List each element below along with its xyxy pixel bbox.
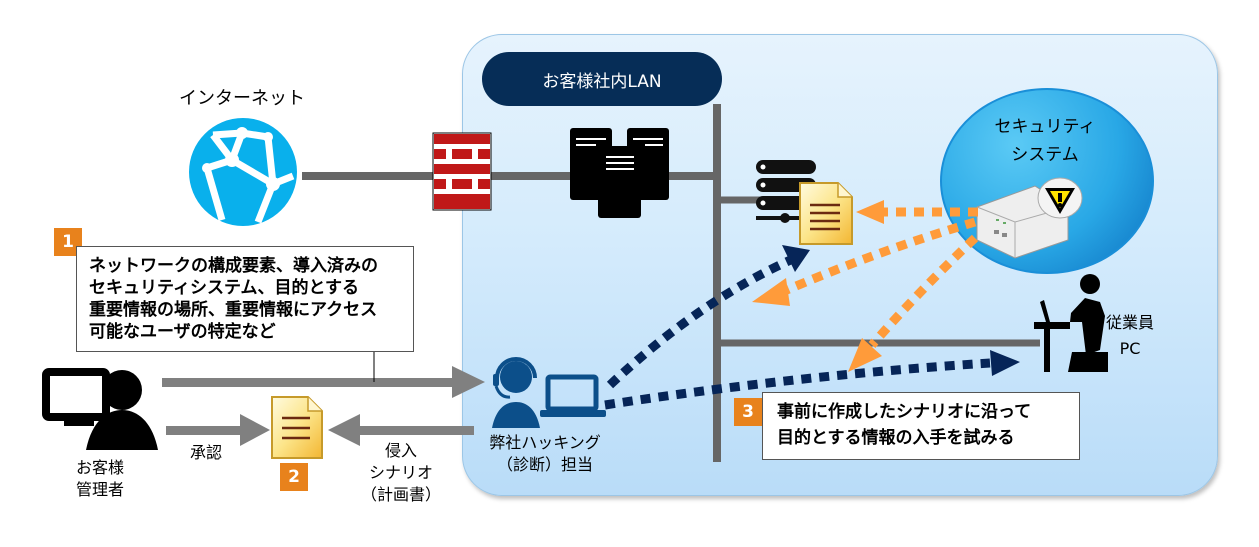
step-3-badge: 3 (734, 398, 762, 426)
internet-label: インターネット (179, 88, 305, 109)
alert-arrowhead-traffic (848, 338, 882, 372)
attack-arrowhead-pc (990, 350, 1020, 376)
approval-label: 承認 (189, 443, 222, 462)
alert-arrows (752, 200, 979, 372)
attack-arrowhead-server (782, 245, 810, 272)
alert-appliance-icon (976, 177, 1083, 259)
scenario-label: 侵入 シナリオ （計画書） (360, 441, 441, 504)
scenario-document-icon (271, 396, 323, 459)
alert-arrowhead-server (856, 200, 884, 224)
person-at-desk-icon (1034, 274, 1108, 372)
target-document-icon (799, 182, 853, 245)
server-towers-icon (570, 128, 669, 218)
attack-arrows (604, 245, 1020, 410)
globe-network-icon (189, 118, 297, 226)
firewall-icon (432, 132, 492, 211)
step-2-badge: 2 (280, 463, 308, 491)
arrow-admin-to-hacker (162, 366, 485, 398)
operator-laptop-icon (492, 357, 606, 428)
arrow-scenario (328, 414, 474, 446)
client-admin-label: お客様 管理者 (75, 458, 124, 499)
hacker-label: 弊社ハッキング （診断）担当 (489, 433, 601, 474)
alert-arrowhead-hacker (752, 278, 790, 306)
attack-arrow-to-server (606, 253, 797, 389)
flow-arrows (162, 346, 485, 446)
alert-arrow-to-hacker (780, 217, 977, 297)
step-1-note: ネットワークの構成要素、導入済みの セキュリティシステム、目的とする 重要情報の… (76, 246, 414, 352)
step-3-note: 事前に作成したシナリオに沿って 目的とする情報の入手を試みる (762, 392, 1080, 460)
arrow-approval (166, 414, 270, 446)
admin-computer-icon (42, 368, 158, 450)
alert-arrow-to-traffic (868, 234, 979, 348)
lan-title: お客様社内LAN (482, 52, 722, 106)
employee-pc-label: 従業員 PC (1105, 313, 1154, 358)
security-system-label: セキュリティ システム (994, 117, 1096, 165)
